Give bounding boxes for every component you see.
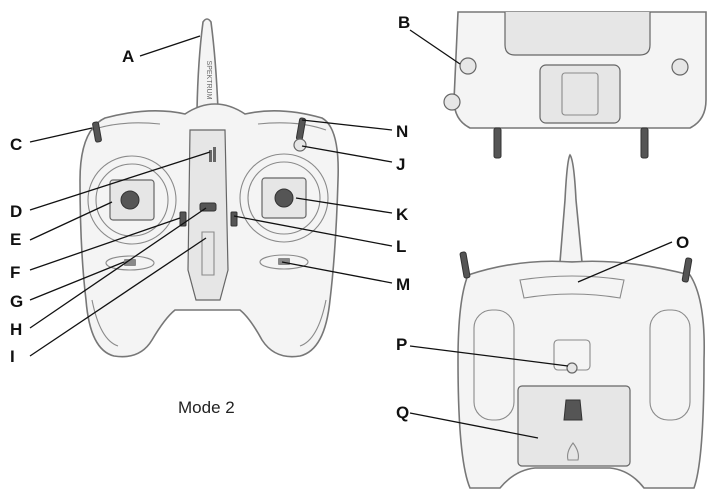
top-view-transmitter bbox=[443, 11, 707, 159]
top-center-module bbox=[539, 64, 621, 124]
right-trim bbox=[230, 211, 238, 227]
right-grip bbox=[649, 309, 691, 421]
label-b: B bbox=[398, 13, 410, 32]
label-o: O bbox=[676, 233, 689, 252]
right-stick-icon bbox=[274, 188, 294, 208]
left-bottom-trim bbox=[105, 255, 155, 271]
right-bottom-trim bbox=[259, 254, 309, 270]
label-d: D bbox=[10, 202, 22, 221]
label-n: N bbox=[396, 122, 408, 141]
label-h: H bbox=[10, 320, 22, 339]
label-k: K bbox=[396, 205, 409, 224]
left-grip bbox=[473, 309, 515, 421]
left-top-knob bbox=[459, 57, 477, 75]
label-i: I bbox=[10, 347, 15, 366]
label-f: F bbox=[10, 263, 20, 282]
front-view-transmitter: SPEKTRUM bbox=[79, 18, 339, 358]
left-side-knob bbox=[443, 93, 461, 111]
battery-latch bbox=[563, 399, 583, 421]
back-vent bbox=[519, 275, 625, 299]
center-spine bbox=[187, 129, 229, 301]
top-view-right-stick bbox=[640, 127, 649, 159]
label-a: A bbox=[122, 47, 134, 66]
bind-button-icon bbox=[293, 138, 307, 152]
left-top-switch bbox=[92, 121, 102, 143]
back-view-transmitter bbox=[457, 153, 706, 489]
left-gimbal-ring bbox=[87, 155, 177, 245]
back-left-switch bbox=[459, 251, 471, 279]
callout-labels: A B C D E F G H I J K L M N O P Q bbox=[10, 13, 689, 422]
label-c: C bbox=[10, 135, 22, 154]
back-right-switch bbox=[681, 257, 693, 283]
label-j: J bbox=[396, 155, 405, 174]
mode-caption: Mode 2 bbox=[178, 398, 235, 417]
label-g: G bbox=[10, 292, 23, 311]
label-e: E bbox=[10, 230, 21, 249]
battery-cover bbox=[517, 385, 631, 467]
label-m: M bbox=[396, 275, 410, 294]
trainer-port-icon bbox=[566, 362, 578, 374]
back-antenna bbox=[559, 153, 583, 263]
left-stick-icon bbox=[120, 190, 140, 210]
label-l: L bbox=[396, 237, 406, 256]
right-gimbal-ring bbox=[239, 153, 329, 243]
antenna-brand-text: SPEKTRUM bbox=[205, 61, 212, 100]
right-top-knob bbox=[671, 58, 689, 76]
label-p: P bbox=[396, 335, 407, 354]
label-q: Q bbox=[396, 403, 409, 422]
top-view-left-stick bbox=[493, 127, 502, 159]
leader-lines bbox=[29, 29, 673, 439]
